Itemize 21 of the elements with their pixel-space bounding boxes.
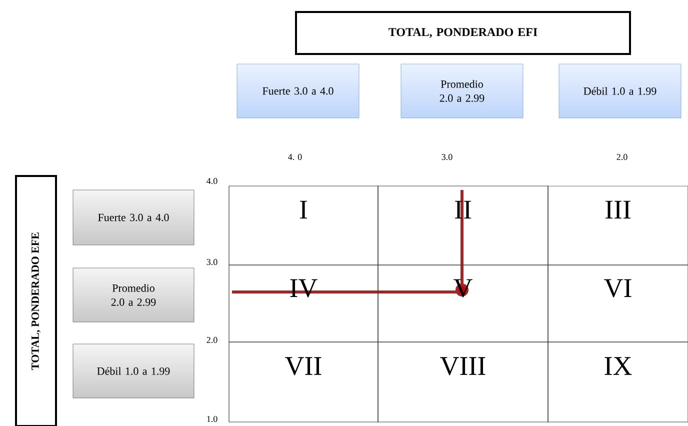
matrix-cell: IX (548, 342, 688, 422)
matrix-cell: VIII (378, 342, 548, 422)
tick-label: 3.0 (206, 258, 218, 266)
tick-label: 1.0 (207, 416, 218, 422)
category-box: Débil 1.0 a 1.99 (72, 344, 194, 398)
tick-label: 3.0 (442, 154, 452, 160)
tick-label: 4.0 (206, 178, 218, 184)
matrix-cell: III (548, 186, 688, 266)
tick-label: 2.0 (206, 336, 218, 344)
matrix-cell: I (228, 186, 378, 266)
heading-box: TOTAL, PONDERADO EFI (295, 11, 631, 55)
category-box: Promedio 2.0 a 2.99 (72, 268, 194, 322)
category-box: Fuerte 3.0 a 4.0 (236, 64, 360, 118)
matrix-cell: VI (548, 264, 688, 342)
category-box: Promedio 2.0 a 2.99 (400, 64, 524, 118)
tick-label: 2.0 (616, 154, 628, 160)
matrix-cell: VII (228, 342, 378, 422)
category-box: Fuerte 3.0 a 4.0 (72, 190, 194, 246)
tick-label: 4. 0 (288, 154, 302, 160)
heading-box: TOTAL, PONDERADO EFE (15, 175, 57, 426)
category-box: Débil 1.0 a 1.99 (558, 64, 682, 118)
